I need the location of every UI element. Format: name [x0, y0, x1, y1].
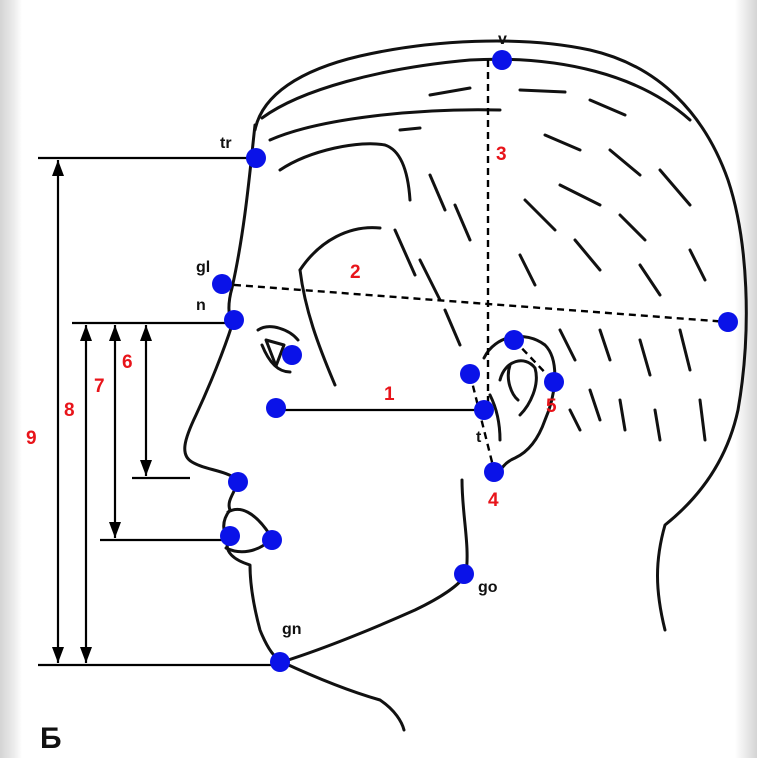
landmark-label-go: go	[478, 579, 498, 596]
point-exocanthion	[282, 345, 302, 365]
measurement-labels: 1 2 3 4 5 6 7 8 9	[26, 144, 557, 511]
dimension-lines	[38, 60, 728, 665]
measurement-label-5: 5	[546, 396, 557, 417]
landmark-label-t: t	[476, 429, 482, 446]
measure-line-2	[222, 284, 728, 322]
measurement-label-9: 9	[26, 428, 37, 449]
point-t	[474, 400, 494, 420]
point-cheilion	[262, 530, 282, 550]
landmark-label-n: n	[196, 297, 206, 314]
landmark-points	[212, 50, 738, 672]
landmark-labels: v tr gl n t go gn	[196, 31, 507, 638]
measurement-label-8: 8	[64, 400, 75, 421]
point-ear-superaurale	[504, 330, 524, 350]
panel-label: Б	[40, 722, 62, 755]
landmark-label-v: v	[498, 31, 507, 48]
point-tr	[246, 148, 266, 168]
point-orbitale	[266, 398, 286, 418]
point-gn	[270, 652, 290, 672]
landmark-label-tr: tr	[220, 135, 232, 152]
point-ear-top	[460, 364, 480, 384]
point-n	[224, 310, 244, 330]
point-gl	[212, 274, 232, 294]
measurement-label-6: 6	[122, 352, 133, 373]
measurement-label-4: 4	[488, 490, 499, 511]
point-ear-postaurale	[544, 372, 564, 392]
point-stomion	[220, 526, 240, 546]
point-v	[492, 50, 512, 70]
head-outline	[185, 41, 747, 730]
landmark-label-gn: gn	[282, 621, 302, 638]
measurement-label-1: 1	[384, 384, 395, 405]
point-subnasale	[228, 472, 248, 492]
measurement-label-2: 2	[350, 262, 361, 283]
measurement-label-7: 7	[94, 376, 105, 397]
point-ear-subaurale	[484, 462, 504, 482]
landmark-label-gl: gl	[196, 259, 210, 276]
point-opisthocranion	[718, 312, 738, 332]
measure-line-4	[470, 374, 494, 470]
point-go	[454, 564, 474, 584]
measurement-label-3: 3	[496, 144, 507, 165]
